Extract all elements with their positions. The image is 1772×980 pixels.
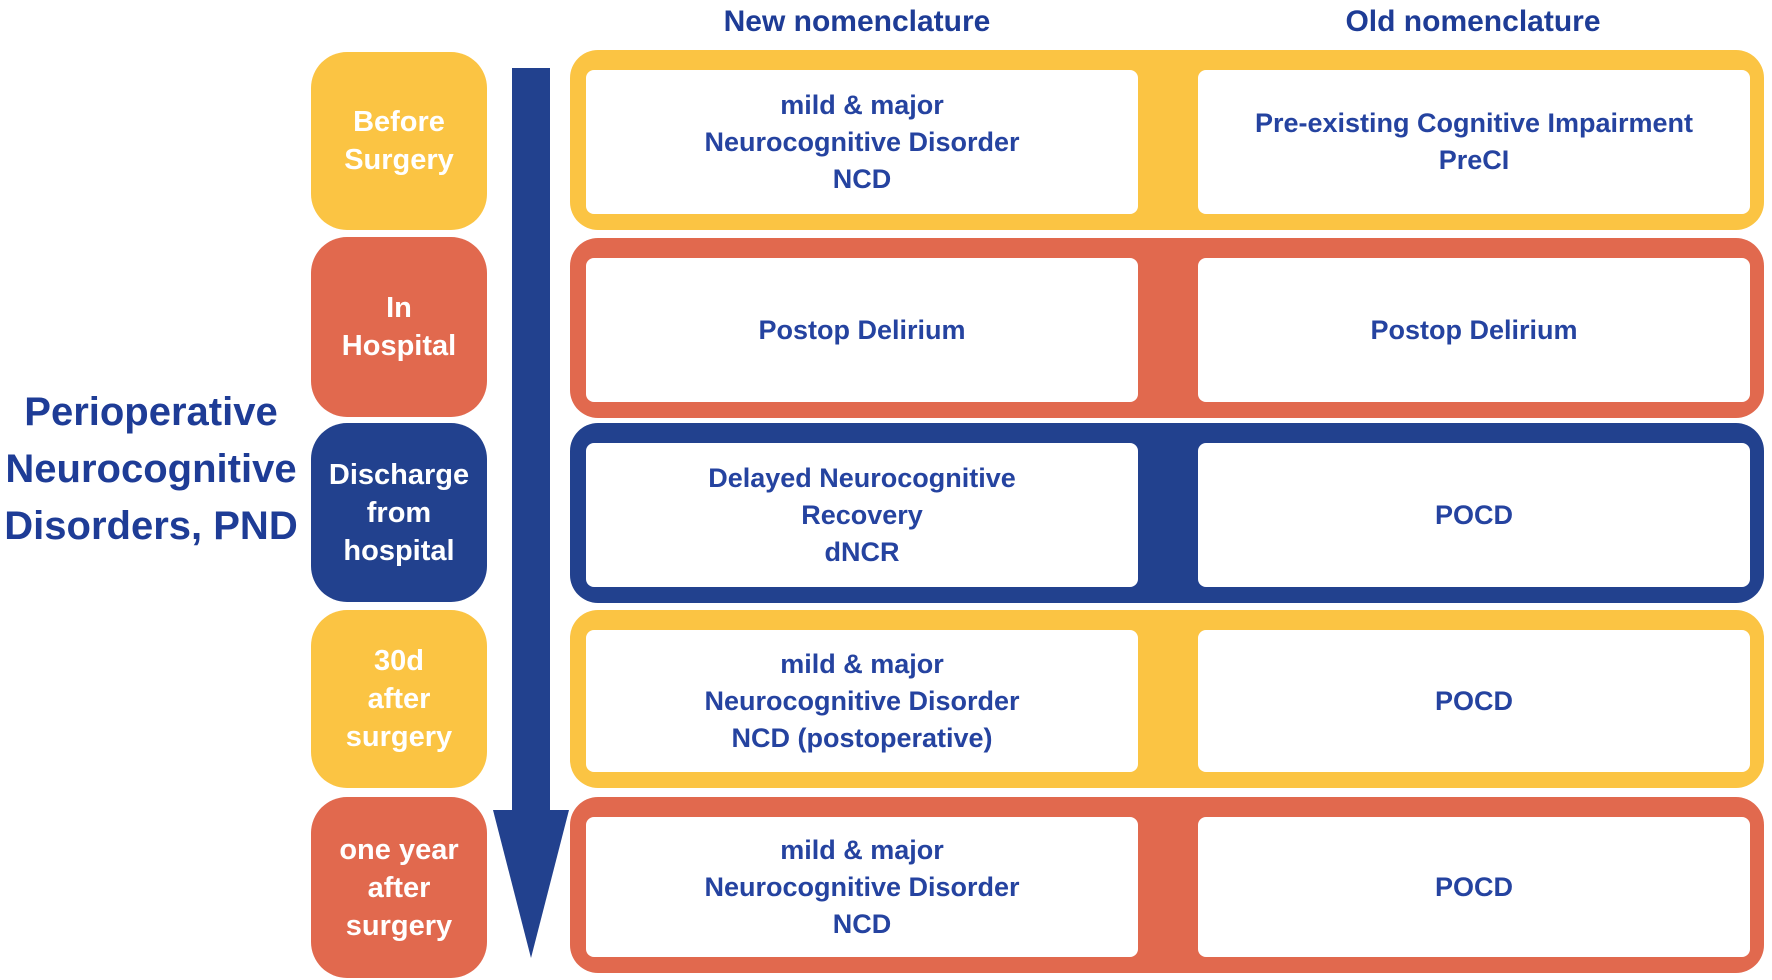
stage-box-30d-after-surgery: 30d after surgery bbox=[311, 610, 487, 788]
stage-label: surgery bbox=[345, 909, 453, 942]
stage-box-in-hospital: In Hospital bbox=[311, 237, 487, 417]
figure-title-line: Perioperative bbox=[24, 390, 278, 434]
stage-label: one year bbox=[339, 833, 459, 866]
cell-text-line: NCD bbox=[832, 163, 892, 194]
nomenclature-row-in-hospital: Postop Delirium Postop Delirium bbox=[570, 238, 1764, 418]
stage-label: 30d bbox=[374, 645, 424, 677]
timeline-arrow-shaft bbox=[512, 68, 550, 812]
stage-label: hospital bbox=[343, 534, 455, 567]
stage-label: surgery bbox=[345, 721, 453, 753]
stage-label: Hospital bbox=[341, 330, 457, 362]
stage-label: after bbox=[367, 871, 431, 904]
cell-text-line: NCD (postoperative) bbox=[731, 722, 993, 753]
cell-text-line: mild & major bbox=[780, 834, 944, 865]
cell-text-line: POCD bbox=[1434, 499, 1513, 530]
cell-text-line: PreCI bbox=[1438, 145, 1510, 175]
old-nomenclature-cell: Pre-existing Cognitive Impairment PreCI bbox=[1198, 70, 1750, 214]
cell-text-line: Pre-existing Cognitive Impairment bbox=[1254, 108, 1694, 138]
cell-text-line: Recovery bbox=[801, 499, 923, 530]
old-nomenclature-cell: POCD bbox=[1198, 630, 1750, 772]
nomenclature-row-before-surgery: mild & major Neurocognitive Disorder NCD… bbox=[570, 50, 1764, 230]
new-nomenclature-cell: mild & major Neurocognitive Disorder NCD bbox=[586, 70, 1138, 214]
stage-label: In bbox=[386, 292, 412, 324]
column-header-new-nomenclature: New nomenclature bbox=[723, 5, 991, 38]
stage-label: Before bbox=[353, 106, 445, 138]
nomenclature-row-discharge: Delayed Neurocognitive Recovery dNCR POC… bbox=[570, 423, 1764, 603]
stage-box-discharge-from-hospital: Discharge from hospital bbox=[311, 423, 487, 602]
stage-box-before-surgery: Before Surgery bbox=[311, 52, 487, 230]
old-nomenclature-cell: POCD bbox=[1198, 443, 1750, 587]
nomenclature-row-one-year: mild & major Neurocognitive Disorder NCD… bbox=[570, 797, 1764, 973]
cell-text-line: Neurocognitive Disorder bbox=[704, 685, 1020, 716]
cell-text-line: Neurocognitive Disorder bbox=[704, 126, 1020, 157]
stage-label: from bbox=[366, 496, 432, 529]
column-header-old-nomenclature: Old nomenclature bbox=[1345, 5, 1601, 38]
cell-text-line: dNCR bbox=[824, 536, 900, 567]
stage-box-one-year-after-surgery: one year after surgery bbox=[311, 797, 487, 978]
new-nomenclature-cell: Postop Delirium bbox=[586, 258, 1138, 402]
figure-title: Perioperative Neurocognitive Disorders, … bbox=[0, 384, 302, 555]
cell-text-line: Postop Delirium bbox=[1370, 314, 1578, 345]
cell-text-line: Postop Delirium bbox=[758, 314, 966, 345]
new-nomenclature-cell: mild & major Neurocognitive Disorder NCD bbox=[586, 817, 1138, 957]
figure-title-line: Disorders, PND bbox=[4, 504, 298, 548]
cell-text-line: Neurocognitive Disorder bbox=[704, 871, 1020, 902]
cell-text-line: mild & major bbox=[780, 89, 944, 120]
cell-text-line: POCD bbox=[1434, 685, 1513, 716]
stage-label: after bbox=[367, 683, 431, 715]
new-nomenclature-cell: Delayed Neurocognitive Recovery dNCR bbox=[586, 443, 1138, 587]
old-nomenclature-cell: POCD bbox=[1198, 817, 1750, 957]
new-nomenclature-cell: mild & major Neurocognitive Disorder NCD… bbox=[586, 630, 1138, 772]
cell-text-line: mild & major bbox=[780, 648, 944, 679]
stage-label: Surgery bbox=[344, 144, 454, 176]
cell-text-line: POCD bbox=[1434, 871, 1513, 902]
timeline-arrow-head-icon bbox=[493, 810, 569, 958]
nomenclature-row-30d: mild & major Neurocognitive Disorder NCD… bbox=[570, 610, 1764, 788]
cell-text-line: NCD bbox=[832, 908, 892, 939]
old-nomenclature-cell: Postop Delirium bbox=[1198, 258, 1750, 402]
figure-title-line: Neurocognitive bbox=[5, 447, 297, 491]
cell-text-line: Delayed Neurocognitive bbox=[708, 462, 1016, 493]
stage-label: Discharge bbox=[328, 458, 470, 491]
